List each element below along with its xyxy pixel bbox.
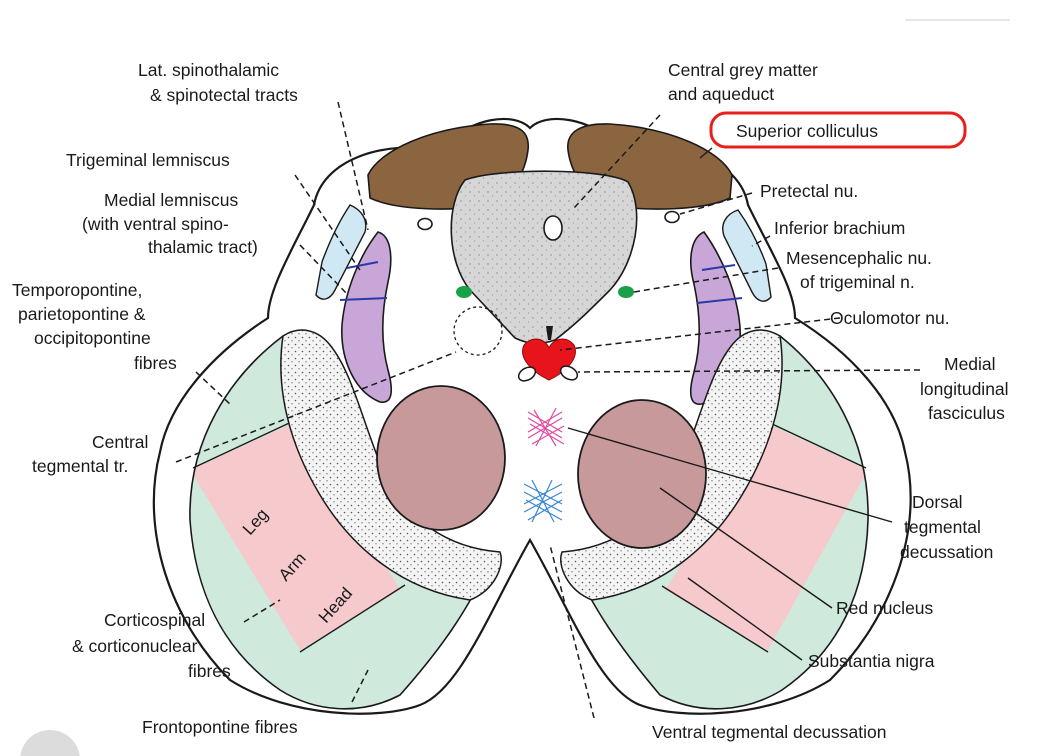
- left-mlf: [517, 366, 537, 382]
- label-mlf-3: fasciculus: [928, 403, 1005, 423]
- label-frontopontine: Frontopontine fibres: [142, 717, 298, 737]
- label-substantia-nigra: Substantia nigra: [808, 651, 935, 671]
- label-central-grey-2: and aqueduct: [668, 84, 774, 104]
- right-crus-upper-border: [769, 422, 867, 469]
- label-mesencephalic-2: of trigeminal n.: [800, 272, 915, 292]
- right-crus-lower-border: [661, 585, 769, 653]
- leader-substantia-nigra: [687, 577, 803, 661]
- leader-oculomotor: [559, 317, 841, 351]
- left-pretectal-nucleus: [417, 217, 433, 231]
- label-red-nucleus: Red nucleus: [836, 598, 934, 618]
- label-mlf-2: longitudinal: [920, 379, 1009, 399]
- dorsal-tegmental-decussation: [527, 407, 565, 447]
- superior-colliculus-highlight: [709, 111, 967, 149]
- central-tegmental-tract-region: [453, 306, 503, 356]
- left-mesencephalic-nucleus: [456, 286, 472, 298]
- label-central-tegmental-2: tegmental tr.: [32, 456, 128, 476]
- label-dorsal-tegmental-1: Dorsal: [912, 492, 963, 512]
- leader-central-tegmental: [175, 351, 457, 463]
- label-central-tegmental-1: Central: [92, 432, 148, 452]
- label-mesencephalic-1: Mesencephalic nu.: [786, 248, 932, 268]
- label-dorsal-tegmental-3: decussation: [900, 542, 993, 562]
- label-corticospinal-1: Corticospinal: [104, 610, 205, 630]
- label-lat-spinothalamic-2: & spinotectal tracts: [150, 85, 298, 105]
- label-lat-spinothalamic-1: Lat. spinothalamic: [138, 60, 279, 80]
- right-substantia-nigra: [560, 329, 783, 601]
- leader-pretectal: [679, 192, 753, 215]
- corner-overlay: [20, 730, 80, 756]
- label-dorsal-tegmental-2: tegmental: [904, 517, 981, 537]
- right-lemniscus-division-lower: [696, 297, 743, 304]
- label-temporopontine-2: parietopontine &: [18, 304, 146, 324]
- label-mlf-1: Medial: [944, 354, 996, 374]
- left-substantia-nigra: [280, 329, 502, 601]
- left-red-nucleus: [376, 385, 506, 531]
- leader-central-grey: [573, 114, 661, 209]
- label-temporopontine-4: fibres: [134, 353, 177, 373]
- label-medial-lemniscus-1: Medial lemniscus: [104, 190, 238, 210]
- right-lemniscus-division-upper: [701, 264, 736, 271]
- leader-mesencephalic: [633, 267, 779, 293]
- leader-frontopontine: [351, 669, 369, 703]
- leader-superior-colliculus: [699, 147, 713, 159]
- left-crus-upper-border: [192, 417, 301, 469]
- label-trigeminal-lemniscus: Trigeminal lemniscus: [66, 150, 230, 170]
- leader-mlf: [577, 369, 921, 373]
- ventral-tegmental-decussation: [523, 479, 563, 523]
- leader-corticospinal: [243, 599, 281, 623]
- label-superior-colliculus: Superior colliculus: [736, 121, 878, 141]
- right-inferior-brachium: [722, 209, 772, 302]
- label-temporopontine-3: occipitopontine: [34, 328, 151, 348]
- right-red-nucleus: [577, 399, 707, 549]
- left-lemniscus-division-upper: [346, 261, 379, 269]
- label-corticospinal-3: fibres: [188, 661, 231, 681]
- left-lemniscus-division-lower: [339, 297, 388, 301]
- leader-temporopontine: [195, 371, 233, 407]
- label-corticospinal-2: & corticonuclear: [72, 636, 198, 656]
- label-oculomotor: Oculomotor nu.: [830, 308, 950, 328]
- label-central-grey-1: Central grey matter: [668, 60, 818, 80]
- leader-medial-lemniscus: [299, 244, 349, 296]
- leader-dorsal-tegmental: [567, 427, 893, 523]
- leader-inferior-brachium: [751, 235, 771, 247]
- label-inferior-brachium: Inferior brachium: [774, 218, 905, 238]
- aqueduct-tip: [546, 326, 553, 340]
- leader-lat-spinothalamic: [337, 101, 369, 231]
- label-medial-lemniscus-2: (with ventral spino-: [82, 214, 229, 234]
- label-temporopontine-1: Temporopontine,: [12, 280, 142, 300]
- label-medial-lemniscus-3: thalamic tract): [148, 237, 258, 257]
- leader-red-nucleus: [659, 487, 833, 609]
- left-medial-lemniscus: [341, 231, 393, 403]
- label-pretectal: Pretectal nu.: [760, 181, 858, 201]
- right-mesencephalic-nucleus: [618, 286, 634, 298]
- aqueduct: [543, 215, 563, 241]
- leader-trigeminal-lemniscus: [294, 174, 361, 271]
- left-crus-lower-border: [299, 584, 406, 653]
- right-mlf: [559, 365, 579, 381]
- right-pretectal-nucleus: [664, 210, 680, 224]
- label-ventral-tegmental: Ventral tegmental decussation: [652, 722, 886, 742]
